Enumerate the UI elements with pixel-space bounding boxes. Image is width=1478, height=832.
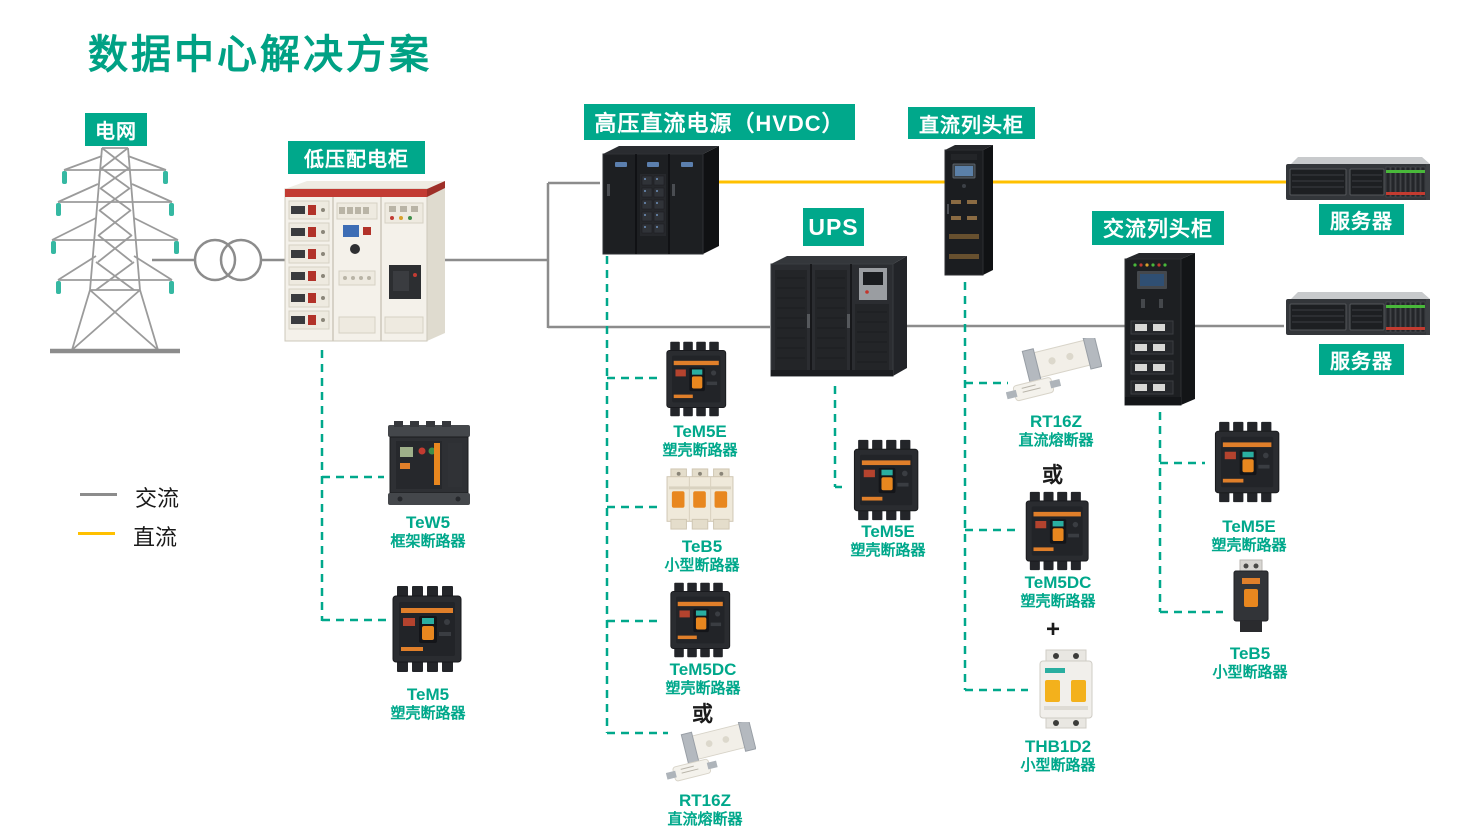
or-operator: 或: [692, 703, 713, 726]
device-type: 塑壳断路器: [1211, 537, 1287, 555]
device-model: TeM5E: [673, 422, 727, 441]
device-model: TeM5E: [1222, 517, 1276, 536]
device-type: 小型断路器: [1020, 757, 1096, 775]
legend-dc-label: 直流: [133, 525, 178, 550]
rt16z-dc-row-label: RT16Z 直流熔断器: [996, 411, 1116, 451]
ups-cabinet-image: [770, 256, 907, 377]
device-type: 塑壳断路器: [390, 705, 466, 723]
server-bottom-image: [1282, 290, 1430, 340]
tem5e-ups-breaker-image: [841, 438, 935, 522]
ac-row-tag: 交流列头柜: [1092, 211, 1224, 245]
device-model: TeM5DC: [1024, 573, 1092, 592]
tem5-label: TeM5 塑壳断路器: [368, 684, 488, 724]
device-type: 小型断路器: [664, 557, 740, 575]
device-model: TeW5: [405, 513, 451, 532]
server-bottom-tag: 服务器: [1319, 344, 1404, 375]
server-top-image: [1282, 155, 1430, 205]
tem5dc-hvdc-label: TeM5DC 塑壳断路器: [643, 659, 763, 699]
device-model: TeM5DC: [669, 660, 737, 679]
teb5-hvdc-breaker-image: [664, 467, 736, 531]
teb5-hvdc-label: TeB5 小型断路器: [642, 536, 762, 576]
teb5-ac-row-label: TeB5 小型断路器: [1190, 643, 1310, 683]
dc-row-tag: 直流列头柜: [908, 107, 1035, 139]
tem5dc-hvdc-breaker-image: [664, 581, 740, 659]
device-type: 小型断路器: [1212, 664, 1288, 682]
device-model: RT16Z: [679, 791, 731, 810]
tem5e-ac-row-label: TeM5E 塑壳断路器: [1189, 516, 1309, 556]
teb5-ac-row-breaker-image: [1224, 558, 1278, 634]
device-type: 塑壳断路器: [1020, 593, 1096, 611]
legend-ac-label: 交流: [135, 486, 180, 511]
grid-tag: 电网: [85, 113, 147, 146]
tem5e-ac-row-breaker-image: [1206, 420, 1292, 504]
hvdc-tag: 高压直流电源（HVDC）: [584, 104, 855, 140]
device-type: 直流熔断器: [1018, 432, 1094, 450]
page-title: 数据中心解决方案: [88, 33, 432, 77]
thb1d2-breaker-image: [1030, 648, 1102, 730]
device-type: 塑壳断路器: [662, 442, 738, 460]
tem5dc-dc-row-label: TeM5DC 塑壳断路器: [998, 572, 1118, 612]
legend-ac-swatch: [80, 493, 117, 496]
tem5e-ups-label: TeM5E 塑壳断路器: [828, 521, 948, 561]
tem5e-hvdc-breaker-image: [661, 340, 735, 418]
legend-dc-swatch: [78, 532, 115, 535]
or-operator: 或: [1042, 464, 1063, 487]
power-tower-image: [50, 147, 180, 354]
device-type: 塑壳断路器: [850, 542, 926, 560]
rt16z-hvdc-fuse-image: [666, 722, 756, 788]
hvdc-cabinet-image: [602, 146, 719, 255]
lv-panel-tag: 低压配电柜: [288, 141, 425, 174]
thb1d2-label: THB1D2 小型断路器: [998, 736, 1118, 776]
device-model: TeB5: [681, 537, 723, 556]
device-type: 框架断路器: [390, 533, 466, 551]
branch-dashed-lines: [320, 256, 1223, 735]
device-model: TeM5: [406, 685, 450, 704]
tew5-breaker-image: [384, 421, 474, 509]
tem5dc-dc-row-breaker-image: [1016, 490, 1102, 572]
tem5-breaker-image: [388, 584, 470, 674]
device-type: 塑壳断路器: [665, 680, 741, 698]
device-type: 直流熔断器: [667, 811, 743, 829]
tew5-label: TeW5 框架断路器: [368, 512, 488, 552]
device-model: RT16Z: [1030, 412, 1082, 431]
server-top-tag: 服务器: [1319, 204, 1404, 235]
ac-row-cabinet-image: [1124, 253, 1195, 406]
device-model: THB1D2: [1024, 737, 1092, 756]
insulator-icons: [51, 171, 179, 294]
transformer-icon: [193, 238, 263, 282]
ups-tag: UPS: [803, 208, 864, 246]
tem5e-hvdc-label: TeM5E 塑壳断路器: [640, 421, 760, 461]
device-model: TeM5E: [861, 522, 915, 541]
plus-operator: +: [1046, 616, 1061, 643]
rt16z-hvdc-label: RT16Z 直流熔断器: [645, 790, 765, 830]
ac-lines: [152, 181, 1284, 329]
device-model: TeB5: [1229, 644, 1271, 663]
rt16z-dc-row-fuse-image: [1006, 338, 1102, 408]
dc-row-cabinet-image: [944, 145, 993, 276]
lv-panel-image: [284, 181, 445, 342]
